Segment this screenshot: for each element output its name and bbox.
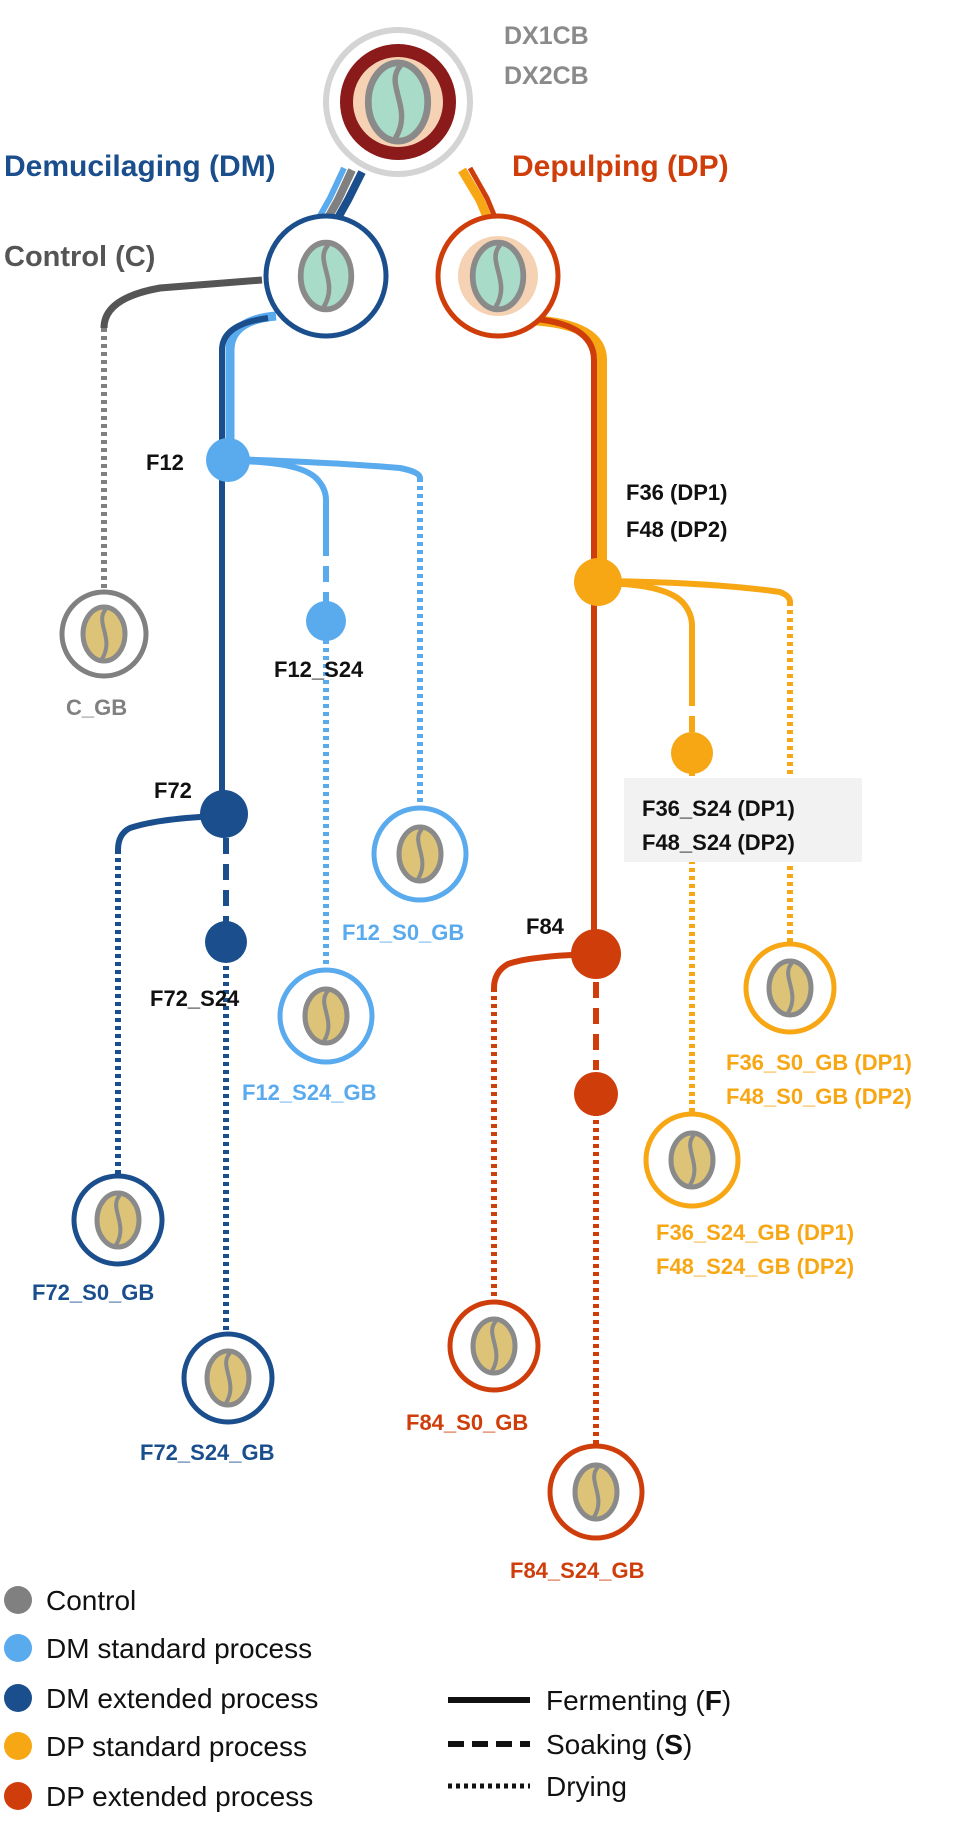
node-f84-label: F84 bbox=[526, 914, 565, 939]
bean-c-gb bbox=[59, 589, 149, 679]
node-f72-s24 bbox=[205, 921, 247, 963]
bean-f72-s24-gb bbox=[181, 1331, 275, 1425]
node-f12-s24 bbox=[306, 601, 346, 641]
bean-f36-s0-gb-label-2: F48_S0_GB (DP2) bbox=[726, 1084, 912, 1109]
f72-s0-ferment-branch bbox=[115, 813, 223, 851]
bean-f12-s0-gb bbox=[371, 805, 469, 903]
bean-f72-s24-gb-label: F72_S24_GB bbox=[140, 1440, 275, 1465]
legend-swatch-dm-extended bbox=[4, 1684, 32, 1712]
node-f36 bbox=[574, 558, 622, 606]
bean-f72-s0-gb bbox=[71, 1173, 165, 1267]
legend-swatch-control bbox=[4, 1586, 32, 1614]
dp-trunk-dark bbox=[523, 315, 597, 950]
bean-c-gb-label: C_GB bbox=[66, 695, 127, 720]
bean-f36-s24-gb bbox=[643, 1111, 741, 1209]
node-f36-s24-label-1: F36_S24 (DP1) bbox=[642, 796, 795, 821]
branch-dp-label: Depulping (DP) bbox=[512, 150, 729, 183]
legend-label-soaking: Soaking (S) bbox=[546, 1729, 692, 1760]
node-f72-s24-label: F72_S24 bbox=[150, 986, 240, 1011]
node-f72 bbox=[200, 790, 248, 838]
legend-label-drying: Drying bbox=[546, 1771, 627, 1802]
legend-label-dp-standard: DP standard process bbox=[46, 1731, 307, 1762]
bean-f36-s24-gb-label-2: F48_S24_GB (DP2) bbox=[656, 1254, 854, 1279]
bean-f36-s0-gb bbox=[743, 941, 837, 1035]
f84-s0-ferment-branch bbox=[491, 951, 595, 989]
legend-item-dm-standard: DM standard process bbox=[4, 1633, 312, 1664]
legend-label-fermenting: Fermenting (F) bbox=[546, 1685, 731, 1716]
dp-bean bbox=[435, 213, 561, 339]
bean-f84-s24-gb bbox=[547, 1443, 645, 1541]
legend-swatch-dp-standard bbox=[4, 1732, 32, 1760]
legend-swatch-dm-standard bbox=[4, 1634, 32, 1662]
bean-f12-s24-gb-label: F12_S24_GB bbox=[242, 1080, 377, 1105]
bean-f84-s24-gb-label: F84_S24_GB bbox=[510, 1558, 645, 1583]
node-f72-label: F72 bbox=[154, 778, 192, 803]
labels: DX1CB DX2CB Demucilaging (DM) Depulping … bbox=[4, 22, 912, 1583]
bean-f36-s0-gb-label-1: F36_S0_GB (DP1) bbox=[726, 1050, 912, 1075]
dm-trunk-light bbox=[225, 311, 277, 458]
bean-f84-s0-gb-label: F84_S0_GB bbox=[406, 1410, 528, 1435]
f36-s24-label-box bbox=[624, 778, 862, 862]
connectors bbox=[100, 166, 793, 1446]
bean-f12-s24-gb bbox=[277, 967, 375, 1065]
dm-trunk-dark bbox=[219, 315, 269, 808]
legend-swatch-dp-extended bbox=[4, 1782, 32, 1810]
node-f84-s24 bbox=[574, 1072, 618, 1116]
f36-s0-ferment-branch bbox=[599, 578, 793, 603]
node-f36-s24 bbox=[671, 732, 713, 774]
legend-item-dp-extended: DP extended process bbox=[4, 1781, 313, 1812]
node-f84 bbox=[571, 929, 621, 979]
node-f12-label: F12 bbox=[146, 450, 184, 475]
branch-dm-label: Demucilaging (DM) bbox=[4, 150, 276, 183]
bean-f72-s0-gb-label: F72_S0_GB bbox=[32, 1280, 154, 1305]
legend-item-dp-standard: DP standard process bbox=[4, 1731, 307, 1762]
legend-label-dm-extended: DM extended process bbox=[46, 1683, 318, 1714]
legend-label-dp-extended: DP extended process bbox=[46, 1781, 313, 1812]
legend-item-fermenting: Fermenting (F) bbox=[448, 1685, 731, 1716]
node-f36-s24-label-2: F48_S24 (DP2) bbox=[642, 830, 795, 855]
node-f12 bbox=[206, 438, 250, 482]
legend-item-soaking: Soaking (S) bbox=[448, 1729, 692, 1760]
legend-item-dm-extended: DM extended process bbox=[4, 1683, 318, 1714]
bean-f84-s0-gb bbox=[447, 1299, 541, 1393]
root-label-1: DX1CB bbox=[504, 22, 589, 50]
bean-f12-s0-gb-label: F12_S0_GB bbox=[342, 920, 464, 945]
legend-item-control: Control bbox=[4, 1585, 136, 1616]
legend-label-control: Control bbox=[46, 1585, 136, 1616]
control-ferment-line bbox=[100, 276, 263, 329]
node-f36-label-2: F48 (DP2) bbox=[626, 517, 727, 542]
bean-f36-s24-gb-label-1: F36_S24_GB (DP1) bbox=[656, 1220, 854, 1245]
branch-control-label: Control (C) bbox=[4, 241, 155, 273]
legend: Control DM standard process DM extended … bbox=[4, 1585, 731, 1812]
legend-item-drying: Drying bbox=[448, 1771, 627, 1802]
f36-soak-ferment-branch bbox=[599, 580, 695, 690]
node-f12-s24-label: F12_S24 bbox=[274, 657, 364, 682]
legend-label-dm-standard: DM standard process bbox=[46, 1633, 312, 1664]
f12-s0-ferment-branch bbox=[227, 456, 423, 479]
process-nodes bbox=[200, 438, 713, 1116]
green-beans bbox=[59, 589, 837, 1541]
node-f36-label-1: F36 (DP1) bbox=[626, 480, 727, 505]
root-label-2: DX2CB bbox=[504, 62, 589, 90]
root-cherry bbox=[323, 27, 473, 177]
dm-bean bbox=[263, 213, 389, 339]
